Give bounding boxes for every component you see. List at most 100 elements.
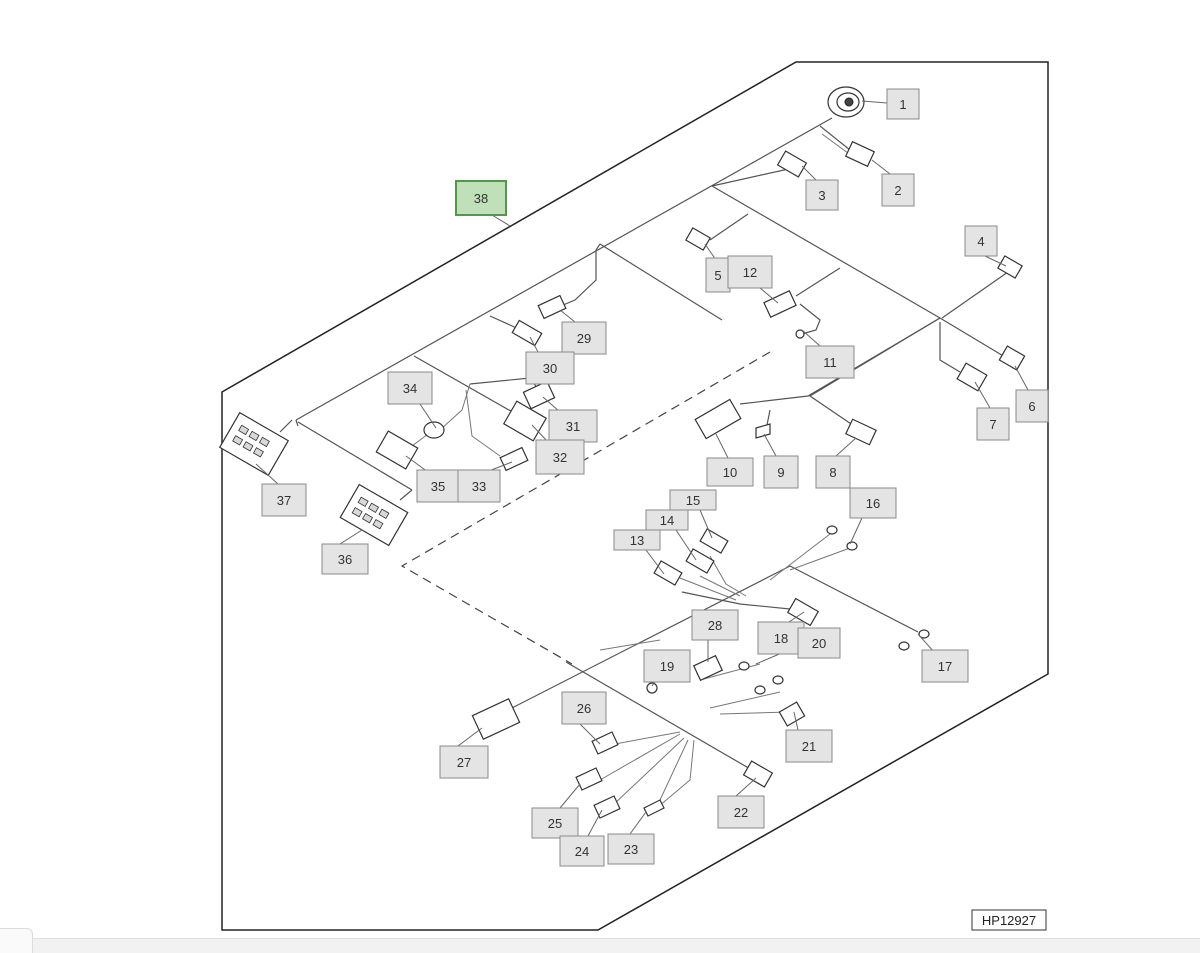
callout-number: 20: [812, 636, 826, 651]
viewer-bottom-bar: [0, 938, 1200, 953]
callout-27[interactable]: 27: [439, 745, 489, 779]
callout-28[interactable]: 28: [691, 609, 739, 641]
callout-5[interactable]: 5: [705, 257, 731, 293]
callout-20[interactable]: 20: [797, 627, 841, 659]
callout-12[interactable]: 12: [727, 255, 773, 289]
callout-29[interactable]: 29: [561, 321, 607, 355]
callout-leader-23: [629, 811, 647, 835]
callout-24[interactable]: 24: [559, 835, 605, 867]
callout-box: [321, 543, 369, 575]
callout-17[interactable]: 17: [921, 649, 969, 683]
callout-leader-26: [579, 723, 601, 745]
callout-leader-35: [405, 455, 429, 473]
callout-leader-21: [793, 711, 799, 731]
callout-18[interactable]: 18: [757, 621, 805, 655]
callout-2[interactable]: 2: [881, 173, 915, 207]
callout-30[interactable]: 30: [525, 351, 575, 385]
callout-leader-37: [255, 463, 279, 485]
callout-number: 5: [714, 268, 721, 283]
callout-leaders: [255, 100, 1029, 837]
callout-leader-13: [645, 549, 665, 575]
callout-number: 13: [630, 533, 644, 548]
callout-box: [717, 795, 765, 829]
callout-number: 4: [977, 234, 984, 249]
callout-3[interactable]: 3: [805, 179, 839, 211]
callout-33[interactable]: 33: [457, 469, 501, 503]
callout-leader-12: [759, 287, 779, 304]
callout-box: [886, 88, 920, 120]
callout-box: [849, 487, 897, 519]
callout-9[interactable]: 9: [763, 455, 799, 489]
callout-box: [976, 407, 1010, 441]
callout-6[interactable]: 6: [1015, 389, 1049, 423]
callout-number: 25: [548, 816, 562, 831]
callout-number: 36: [338, 552, 352, 567]
callout-number: 19: [660, 659, 674, 674]
callout-32[interactable]: 32: [535, 439, 585, 475]
callout-number: 9: [777, 465, 784, 480]
callout-16[interactable]: 16: [849, 487, 897, 519]
callout-leader-10: [715, 433, 729, 459]
callout-22[interactable]: 22: [717, 795, 765, 829]
callout-number: 17: [938, 659, 952, 674]
callout-10[interactable]: 10: [706, 457, 754, 487]
callout-15[interactable]: 15: [669, 489, 717, 511]
callout-leader-17: [917, 633, 935, 653]
callout-13[interactable]: 13: [613, 529, 661, 551]
callout-box: [455, 180, 507, 216]
callout-leader-25: [559, 783, 581, 809]
callout-leader-1: [861, 100, 888, 104]
callout-25[interactable]: 25: [531, 807, 579, 839]
callout-box: [757, 621, 805, 655]
callout-31[interactable]: 31: [548, 409, 598, 443]
callout-box: [645, 509, 689, 531]
callout-number: 38: [474, 191, 488, 206]
callout-box: [531, 807, 579, 839]
callout-number: 18: [774, 631, 788, 646]
callout-23[interactable]: 23: [607, 833, 655, 865]
callout-26[interactable]: 26: [561, 691, 607, 725]
callout-box: [785, 729, 833, 763]
callout-19[interactable]: 19: [643, 649, 691, 683]
callout-leader-9: [763, 433, 777, 457]
callout-box: [921, 649, 969, 683]
callout-leader-8: [835, 437, 857, 457]
callout-number: 26: [577, 701, 591, 716]
callout-36[interactable]: 36: [321, 543, 369, 575]
callout-number: 10: [723, 465, 737, 480]
callout-leader-11: [801, 329, 821, 347]
callout-4[interactable]: 4: [964, 225, 998, 257]
connector-shapes: [218, 86, 1026, 819]
callout-leader-36: [339, 529, 363, 545]
viewer-corner-tab[interactable]: [0, 928, 33, 953]
callout-21[interactable]: 21: [785, 729, 833, 763]
dashed-boundary: [400, 351, 771, 665]
callout-11[interactable]: 11: [805, 345, 855, 379]
figure-reference-label: HP12927: [971, 909, 1047, 931]
callout-box: [805, 345, 855, 379]
callout-8[interactable]: 8: [815, 455, 851, 489]
callout-37[interactable]: 37: [261, 483, 307, 517]
callout-box: [805, 179, 839, 211]
callout-leader-27: [457, 727, 483, 747]
callout-box: [607, 833, 655, 865]
callout-leader-15: [699, 509, 713, 539]
callout-leader-4: [984, 255, 1007, 267]
callout-14[interactable]: 14: [645, 509, 689, 531]
callout-number: 30: [543, 361, 557, 376]
callout-35[interactable]: 35: [416, 469, 460, 503]
callout-box: [727, 255, 773, 289]
callout-leader-34: [419, 403, 437, 429]
callout-leader-29: [559, 309, 576, 323]
callout-number: 32: [553, 450, 567, 465]
callout-34[interactable]: 34: [387, 371, 433, 405]
callout-number: 27: [457, 755, 471, 770]
callout-number: 1: [899, 97, 906, 112]
callout-1[interactable]: 1: [886, 88, 920, 120]
callout-7[interactable]: 7: [976, 407, 1010, 441]
callout-38[interactable]: 38: [455, 180, 507, 216]
svg-text:HP12927: HP12927: [982, 913, 1036, 928]
callout-number: 29: [577, 331, 591, 346]
